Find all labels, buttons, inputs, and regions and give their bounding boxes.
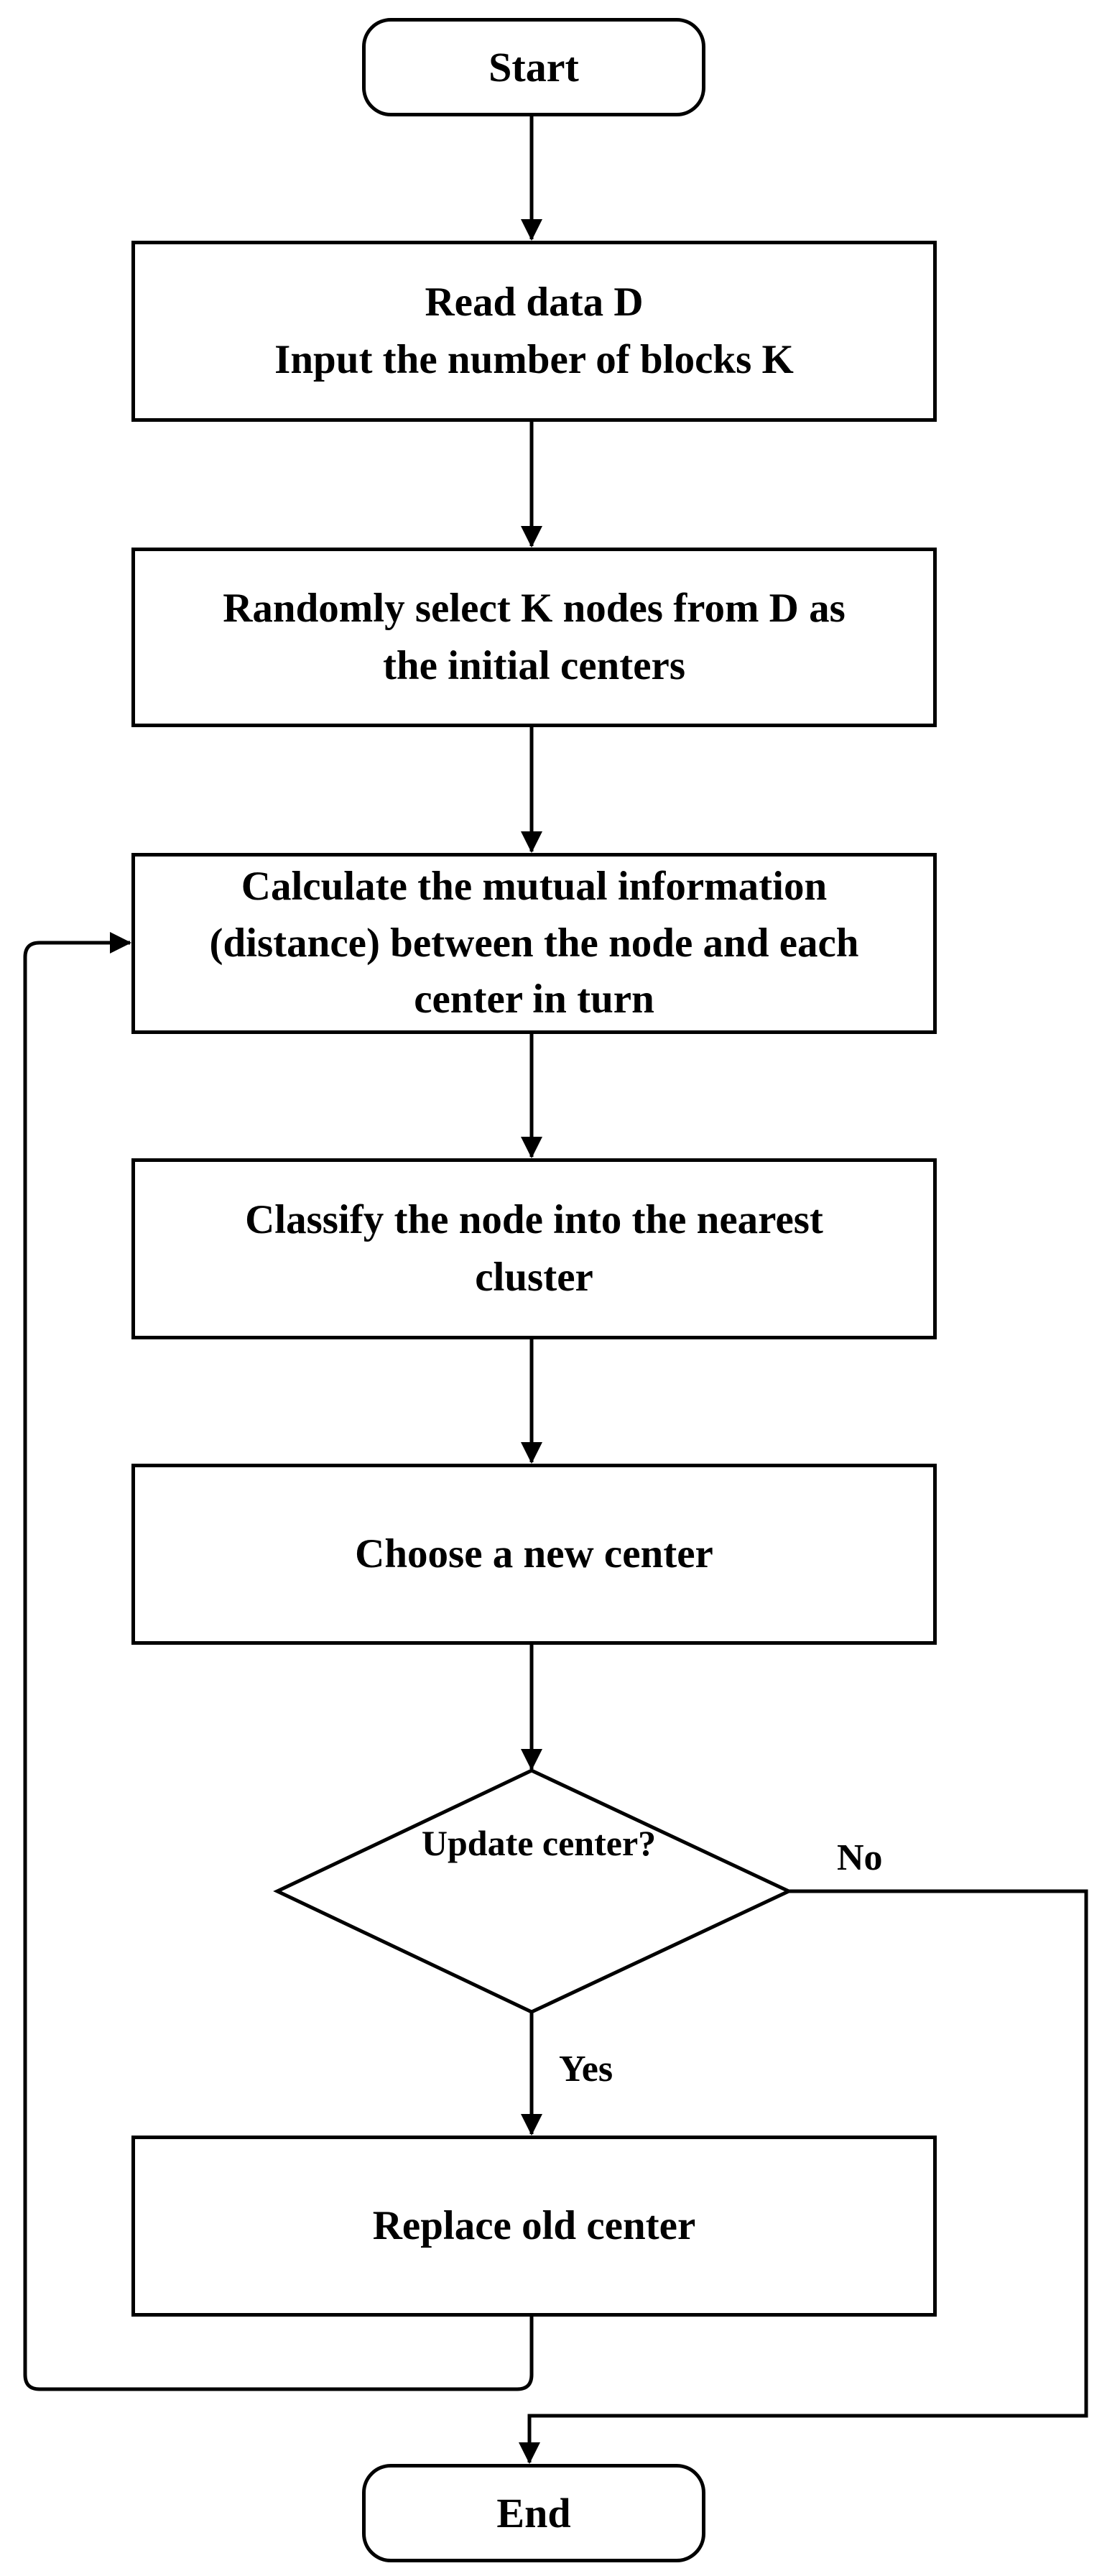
read-data-label-1: Read data D bbox=[425, 280, 644, 326]
read-data-node: Read data D Input the number of blocks K bbox=[131, 241, 937, 422]
calculate-node: Calculate the mutual information (distan… bbox=[131, 853, 937, 1034]
random-select-node: Randomly select K nodes from D as the in… bbox=[131, 548, 937, 727]
end-label: End bbox=[496, 2490, 571, 2536]
choose-center-label: Choose a new center bbox=[355, 1531, 713, 1577]
random-select-label-2: the initial centers bbox=[382, 643, 686, 688]
decision-diamond bbox=[273, 1768, 793, 2014]
start-node: Start bbox=[362, 18, 705, 116]
choose-center-node: Choose a new center bbox=[131, 1464, 937, 1645]
random-select-label-1: Randomly select K nodes from D as bbox=[223, 586, 846, 632]
decision-label-2: center? bbox=[542, 1823, 657, 1863]
edge-label-yes: Yes bbox=[559, 2049, 613, 2090]
classify-node: Classify the node into the nearest clust… bbox=[131, 1158, 937, 1339]
calculate-label-3: center in turn bbox=[414, 977, 654, 1022]
calculate-label-1: Calculate the mutual information bbox=[241, 864, 828, 910]
arrow-decision-no-to-end bbox=[519, 1889, 1088, 2464]
calculate-label-2: (distance) between the node and each bbox=[209, 920, 859, 966]
read-data-label-2: Input the number of blocks K bbox=[274, 337, 794, 382]
arrow-replace-loop-to-calculate bbox=[23, 932, 534, 2391]
start-label: Start bbox=[488, 44, 579, 91]
decision-label: Update center? bbox=[388, 1818, 690, 1868]
classify-label-2: cluster bbox=[475, 1255, 593, 1300]
replace-center-node: Replace old center bbox=[131, 2136, 937, 2317]
classify-label-1: Classify the node into the nearest bbox=[245, 1197, 823, 1243]
edge-label-no: No bbox=[837, 1837, 883, 1878]
end-node: End bbox=[362, 2464, 705, 2562]
decision-label-1: Update bbox=[421, 1823, 534, 1863]
replace-center-label: Replace old center bbox=[372, 2203, 696, 2249]
